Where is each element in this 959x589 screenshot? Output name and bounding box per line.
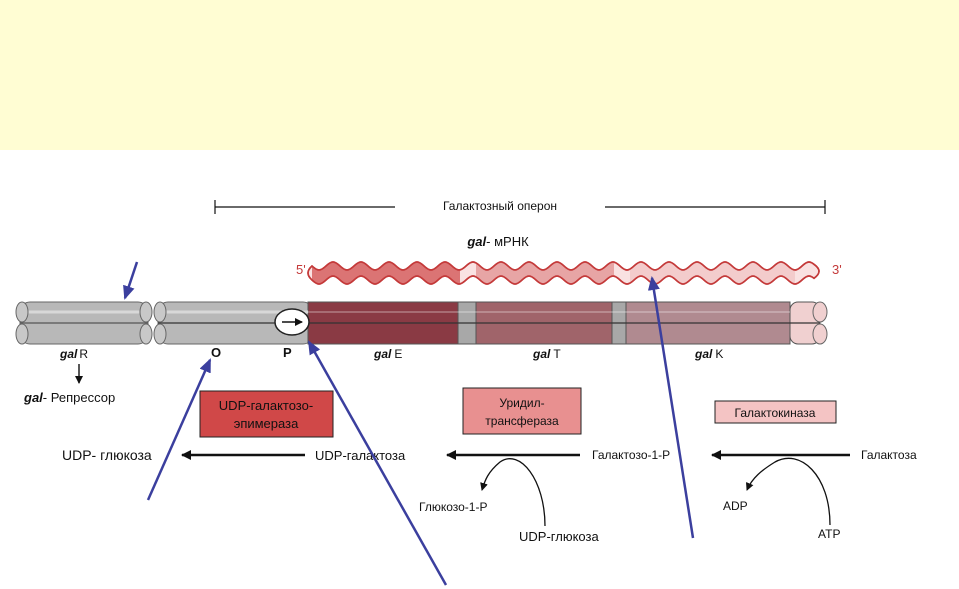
mrna-label: gal- мРНК (466, 234, 529, 249)
epimerase-line1: UDP-галактозо- (219, 398, 313, 413)
promoter-label: P (283, 345, 292, 360)
pointer-arrows (123, 261, 695, 586)
transferase-side-arc (480, 458, 546, 527)
header-band (0, 0, 959, 150)
mrna-strand (307, 261, 820, 285)
adp-label: ADP (723, 499, 748, 513)
kinase-side-arc (746, 457, 831, 526)
kinase-box: Галактокиназа (714, 400, 837, 424)
galactose-1p: Галактозо-1-P (592, 448, 670, 462)
pointer-arrow-promoter (307, 340, 448, 586)
udp-galactose: UDP-галактоза (315, 448, 406, 463)
dna-strand (15, 301, 828, 345)
five-prime-label: 5' (296, 262, 306, 277)
transferase-line1: Уридил- (499, 396, 544, 410)
operon-bracket: Галактозный оперон (214, 199, 826, 214)
pointer-arrow-galr (123, 261, 139, 300)
repressor-label: gal- Репрессор (23, 390, 115, 405)
kinase-line1: Галактокиназа (735, 406, 816, 420)
udp-glucose-left: UDP- глюкоза (62, 447, 152, 463)
pointer-arrow-operator (146, 358, 212, 501)
udp-glucose-bottom: UDP-глюкоза (519, 529, 599, 544)
glucose-1p: Глюкозо-1-P (419, 500, 487, 514)
galactose: Галактоза (861, 448, 917, 462)
operon-title: Галактозный оперон (443, 199, 557, 213)
three-prime-label: 3' (832, 262, 842, 277)
transferase-box: Уридил- трансфераза (462, 387, 582, 435)
atp-label: ATP (818, 527, 840, 541)
operator-label: O (211, 345, 221, 360)
epimerase-box: UDP-галактозо- эпимераза (199, 390, 334, 438)
epimerase-line2: эпимераза (234, 416, 299, 431)
transferase-line2: трансфераза (485, 414, 559, 428)
pointer-arrow-mrna (647, 276, 695, 539)
